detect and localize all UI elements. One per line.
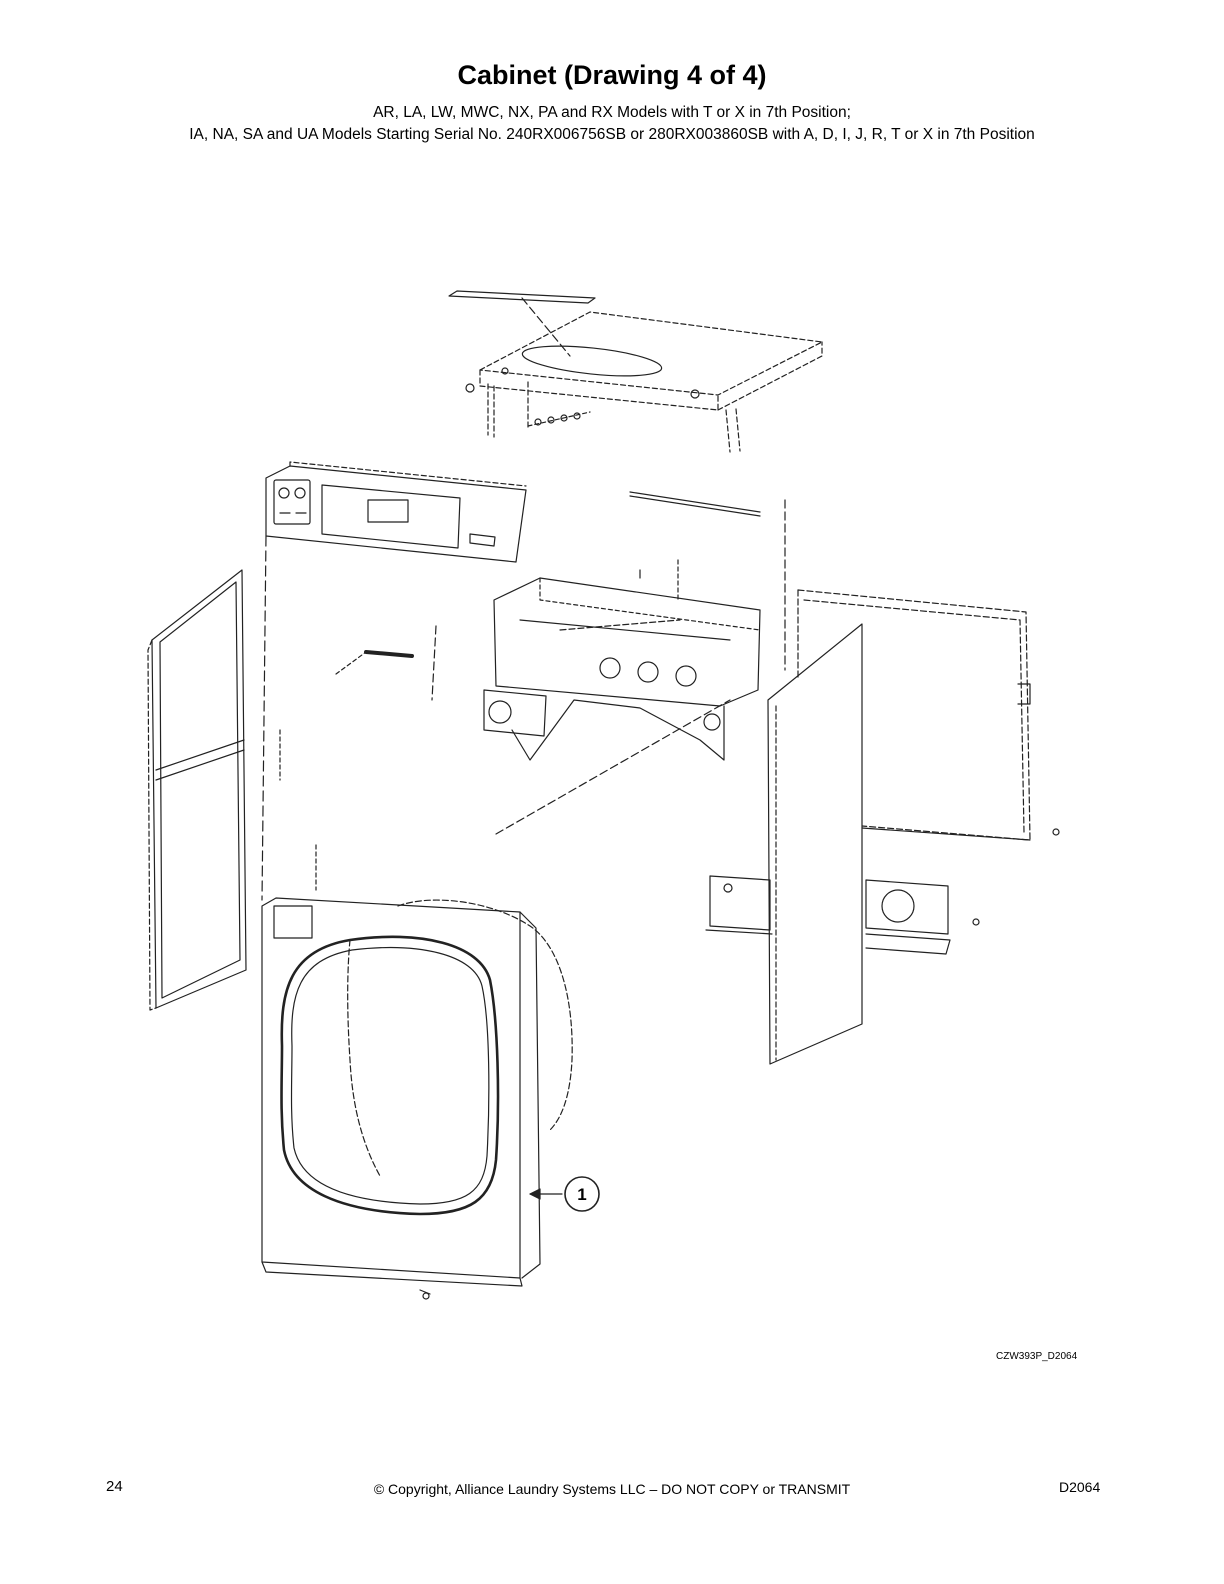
rear-panel: [797, 589, 1060, 841]
model-applicability-line-2: IA, NA, SA and UA Models Starting Serial…: [189, 126, 1035, 143]
callout-1: [529, 1176, 600, 1212]
left-side-frame: [147, 569, 247, 1011]
page-number: 24: [106, 1478, 123, 1495]
front-panel: [261, 897, 573, 1300]
rod-hardware: [279, 491, 786, 891]
callout-1-label: 1: [577, 1185, 586, 1204]
right-side-panel: [767, 623, 1031, 1065]
lower-brackets: [705, 875, 980, 955]
model-applicability-line-1: AR, LA, LW, MWC, NX, PA and RX Models wi…: [373, 104, 851, 121]
page-title: Cabinet (Drawing 4 of 4): [457, 60, 767, 90]
document-code: D2064: [1059, 1479, 1101, 1495]
copyright-notice: © Copyright, Alliance Laundry Systems LL…: [373, 1481, 851, 1497]
control-console: [261, 461, 527, 901]
top-panel: [448, 290, 823, 453]
base-assembly: [483, 559, 761, 761]
drawing-reference-code: CZW393P_D2064: [996, 1351, 1078, 1362]
